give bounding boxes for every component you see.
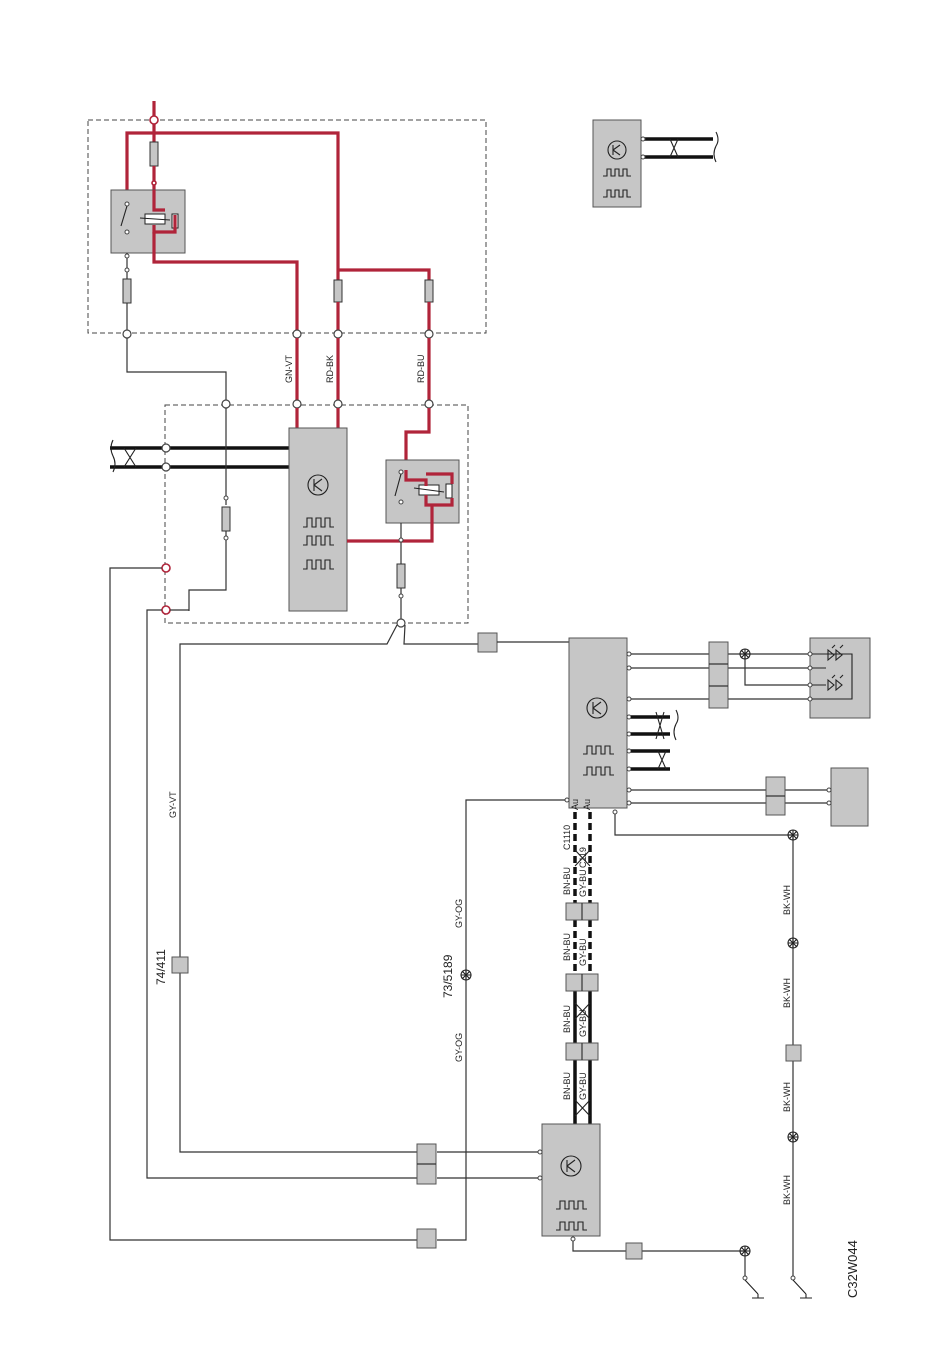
fuse-left-out [189,531,226,611]
splice-icon-bkwh-1 [788,830,798,840]
left-outer-wire [110,568,418,1240]
pin-node [152,181,156,185]
legend-pin-1 [641,137,645,141]
gy-vt-wire [180,625,418,1152]
node-m3 [334,400,342,408]
bk-wh-wire [615,810,793,1278]
right-control-module [569,638,627,808]
node-rd-bu [425,330,433,338]
bottom-control-module [542,1124,600,1236]
node-1 [123,330,131,338]
node-m4 [425,400,433,408]
pin-f [224,536,228,540]
label-gy-vt: GY-VT [168,791,178,818]
label-gy-og-upper: GY-OG [454,899,464,928]
label-bn-bu-2: BN-BU [562,933,572,961]
sensor-wires [631,790,830,803]
bottom-pin-1 [538,1150,542,1154]
label-au-1: Au [570,799,580,810]
label-bk-wh-3: BK-WH [782,1082,792,1112]
label-bn-bu-1: BN-BU [562,867,572,895]
label-ground-74: 74/411 [154,949,168,985]
can-node-2 [162,463,170,471]
node-left-2 [162,606,170,614]
central-electronic-module [289,428,347,611]
label-gy-bu-1: GY-BU [578,869,588,897]
ground-icon-left [743,1276,764,1298]
ground-icon-right [791,1276,812,1298]
fuse-lower [397,564,405,588]
sensor-pin-1 [827,788,831,792]
to-connector-wire [404,625,478,644]
connector-bottom-lower [417,1229,436,1248]
splice-icon-bkwh-2 [788,938,798,948]
ground-feed-wire [127,338,226,400]
label-bn-bu-4: BN-BU [562,1072,572,1100]
splice-icon-gyog [461,970,471,980]
connector-bottom-ground [626,1243,642,1259]
label-c119: C119 [578,847,588,868]
fuse-relay-out [123,279,131,303]
diagram-code: C32W044 [845,1240,860,1298]
bottom-ground-wire [573,1238,745,1251]
node-bottom [397,619,405,627]
label-bn-bu-3: BN-BU [562,1005,572,1033]
pin-b [125,268,129,272]
connector-can-gateway [478,633,497,652]
fuse-main [150,142,158,166]
sensor-pin-2 [827,801,831,805]
connector-74-411 [172,957,188,973]
sensor-unit [831,768,868,826]
ground-pin [613,810,617,814]
can-node-1 [162,444,170,452]
bottom-pin-2 [538,1176,542,1180]
label-bk-wh-1: BK-WH [782,885,792,915]
twisted-pair-icon-right-2 [658,751,666,769]
feed-node [150,116,158,124]
legend-module [593,120,641,207]
label-gy-og-lower: GY-OG [454,1033,464,1062]
label-rd-bk: RD-BK [325,355,335,383]
fuse-rd-bu [425,280,433,302]
node-left-1 [162,564,170,572]
pin-c [399,538,403,542]
splice-icon-led [740,649,750,659]
fuse-rd-bk [334,280,342,302]
node-gn-vt [293,330,301,338]
node-rd-bk [334,330,342,338]
label-gy-bu-2: GY-BU [578,938,588,966]
label-gy-bu-4: GY-BU [578,1072,588,1100]
fuse-left [222,507,230,531]
label-rd-bu: RD-BU [416,355,426,384]
splice-icon-bottom [740,1246,750,1256]
label-gy-bu-3: GY-BU [578,1009,588,1037]
label-bk-wh-2: BK-WH [782,978,792,1008]
label-bk-wh-4: BK-WH [782,1175,792,1205]
label-splice-73: 73/5189 [441,954,455,998]
led-ground-wire [745,654,808,685]
connector-led [709,642,728,708]
bottom-pin-3 [571,1237,575,1241]
connector-bkwh [786,1045,801,1061]
pin-e [224,496,228,500]
pin-d [399,594,403,598]
label-au-2: Au [582,799,592,810]
node-m1 [222,400,230,408]
label-c1110: C1110 [562,825,572,850]
label-gn-vt: GN-VT [284,355,294,384]
rd-bu-feed [338,270,429,280]
legend-pin-2 [641,155,645,159]
pin-a [125,254,129,258]
left-inner-wire [147,610,418,1178]
bottom-module-inputs [437,1152,538,1178]
splice-icon-bkwh-3 [788,1132,798,1142]
node-m2 [293,400,301,408]
